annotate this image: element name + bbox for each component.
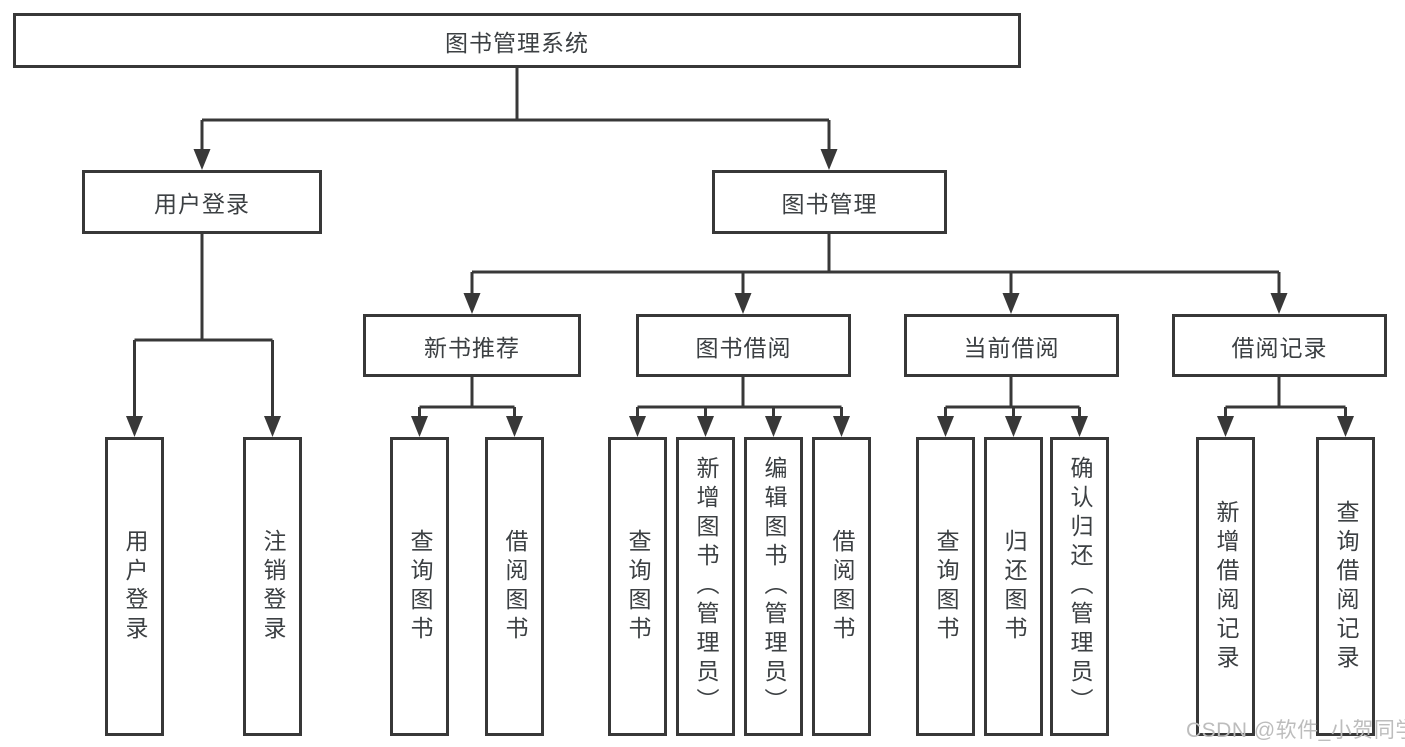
node-current-borrowing: 当前借阅 — [904, 314, 1119, 377]
leaf-borrowing-add-books-admin: 新增图书（管理员） — [676, 437, 735, 736]
node-label: 用户登录 — [122, 528, 148, 645]
node-book-management: 图书管理 — [712, 170, 947, 234]
node-user-login: 用户登录 — [82, 170, 322, 234]
leaf-records-add-borrow-record: 新增借阅记录 — [1196, 437, 1255, 736]
node-label: 图书借阅 — [695, 334, 792, 361]
node-label: 图书管理系统 — [445, 29, 589, 56]
leaf-borrowing-borrow-books: 借阅图书 — [812, 437, 871, 736]
node-label: 借阅图书 — [502, 528, 528, 645]
node-label: 新增借阅记录 — [1213, 499, 1239, 674]
leaf-recommend-query-books: 查询图书 — [390, 437, 449, 736]
node-label: 查询图书 — [933, 528, 959, 645]
node-new-book-recommendation: 新书推荐 — [363, 314, 581, 377]
node-label: 新书推荐 — [424, 334, 520, 361]
node-label: 确认归还（管理员） — [1067, 456, 1093, 717]
node-label: 查询借阅记录 — [1333, 499, 1359, 674]
csdn-watermark: CSDN @软件_小贺同学 — [1186, 719, 1405, 742]
node-borrowing-records: 借阅记录 — [1172, 314, 1387, 377]
leaf-current-query-books: 查询图书 — [916, 437, 975, 736]
node-label: 借阅记录 — [1231, 334, 1328, 361]
node-label: 当前借阅 — [963, 334, 1060, 361]
leaf-recommend-borrow-books: 借阅图书 — [485, 437, 544, 736]
leaf-current-return-books: 归还图书 — [984, 437, 1043, 736]
node-label: 归还图书 — [1001, 528, 1027, 645]
leaf-records-query-borrow-record: 查询借阅记录 — [1316, 437, 1375, 736]
node-root-library-management-system: 图书管理系统 — [13, 13, 1021, 68]
node-label: 注销登录 — [260, 528, 286, 645]
leaf-logout: 注销登录 — [243, 437, 302, 736]
node-label: 新增图书（管理员） — [693, 456, 719, 717]
node-label: 查询图书 — [625, 528, 651, 645]
node-label: 图书管理 — [781, 191, 878, 217]
node-label: 用户登录 — [154, 191, 250, 217]
leaf-borrowing-query-books: 查询图书 — [608, 437, 667, 736]
node-label: 编辑图书（管理员） — [761, 456, 787, 717]
leaf-user-login: 用户登录 — [105, 437, 164, 736]
node-label: 查询图书 — [407, 528, 433, 645]
leaf-current-confirm-return-admin: 确认归还（管理员） — [1050, 437, 1109, 736]
leaf-borrowing-edit-books-admin: 编辑图书（管理员） — [744, 437, 803, 736]
node-book-borrowing: 图书借阅 — [636, 314, 851, 377]
node-label: 借阅图书 — [829, 528, 855, 645]
